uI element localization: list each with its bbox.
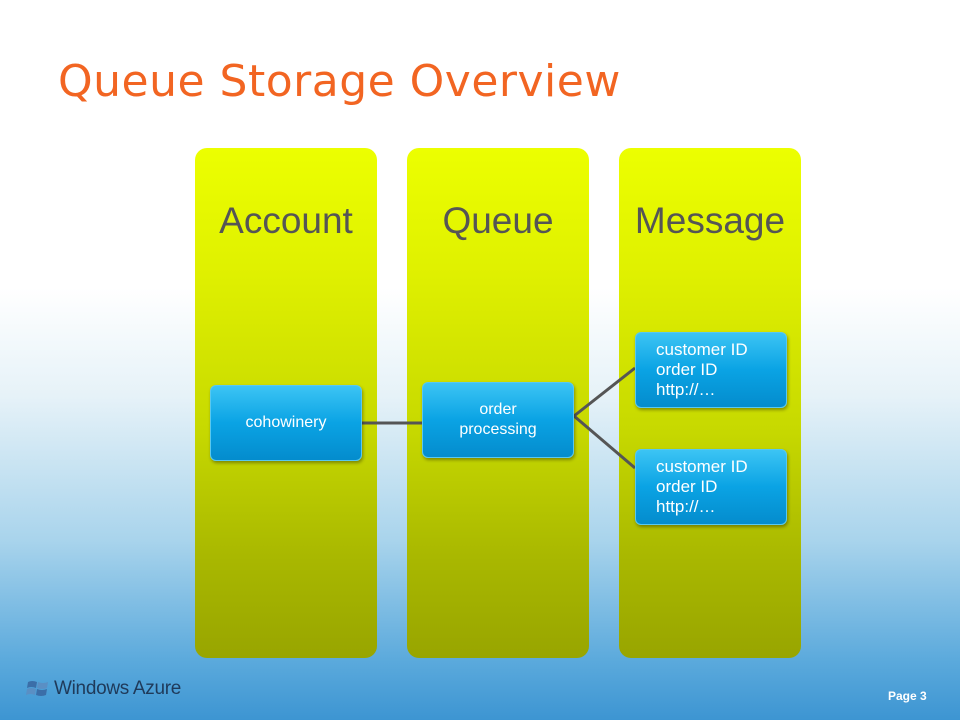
queue-node: order processing	[422, 382, 574, 458]
message-field: http://…	[656, 380, 716, 399]
account-node-label: cohowinery	[245, 414, 327, 431]
message-field: http://…	[656, 497, 716, 516]
slide-title: Queue Storage Overview	[58, 56, 621, 107]
message-field: customer ID	[656, 340, 748, 359]
windows-flag-icon	[26, 681, 48, 696]
message-node: customer ID order ID http://…	[635, 449, 787, 525]
message-node: customer ID order ID http://…	[635, 332, 787, 408]
account-node: cohowinery	[210, 385, 362, 461]
message-field: order ID	[656, 360, 718, 379]
message-column-header: Message	[634, 200, 786, 241]
queue-node-line: processing	[459, 421, 537, 438]
logo-text: Windows Azure	[54, 678, 182, 699]
message-field: order ID	[656, 477, 718, 496]
queue-column-header: Queue	[442, 200, 554, 241]
page-number: Page 3	[888, 689, 927, 703]
queue-node-line: order	[479, 401, 517, 418]
account-column-header: Account	[219, 200, 353, 241]
windows-azure-logo: Windows Azure	[26, 678, 181, 700]
message-field: customer ID	[656, 457, 748, 476]
